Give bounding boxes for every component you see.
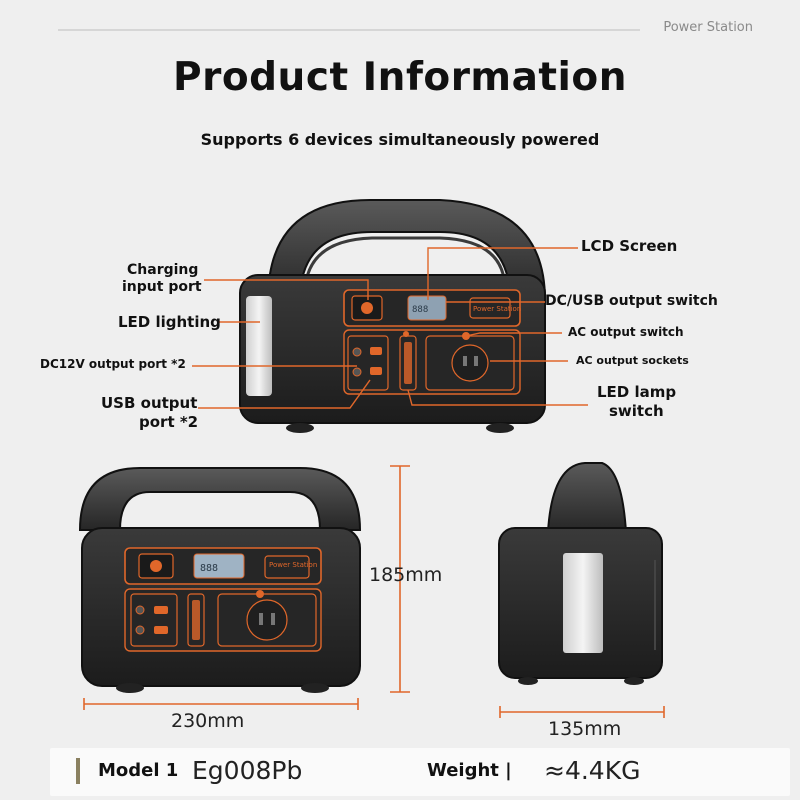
- callout-dc-usb-switch: DC/USB output switch: [545, 293, 718, 309]
- callout-led-lamp-switch-1: LED lamp: [597, 383, 677, 401]
- spec-bar-accent: [76, 758, 80, 784]
- panel-label-top: Power Station: [473, 305, 521, 313]
- page-subtitle: Supports 6 devices simultaneously powere…: [200, 130, 600, 149]
- panel-label-front: Power Station: [269, 561, 317, 569]
- dimension-lines: [83, 465, 665, 718]
- callout-ac-sockets: AC output sockets: [576, 354, 689, 367]
- lcd-readout-top: 888: [412, 305, 428, 315]
- brand-label: Power Station: [663, 20, 753, 35]
- callout-led-lighting: LED lighting: [118, 313, 221, 331]
- device-side-view: [498, 462, 663, 685]
- page-title: Product Information: [173, 55, 627, 100]
- device-top-view: [239, 199, 547, 433]
- weight-label: Weight |: [427, 760, 512, 781]
- dimension-depth: 135mm: [548, 718, 622, 740]
- dimension-width: 230mm: [171, 710, 245, 732]
- lcd-readout-front: 888: [200, 563, 218, 574]
- callout-usb-port-1: USB output: [101, 394, 198, 412]
- spec-bar: Model 1 Eg008Pb Weight | ≈4.4KG: [50, 748, 790, 796]
- callout-ac-output-switch: AC output switch: [568, 325, 684, 339]
- weight-value: ≈4.4KG: [544, 756, 641, 785]
- callout-usb-port-2: port *2: [139, 413, 199, 431]
- callout-lcd-screen: LCD Screen: [581, 237, 678, 255]
- callout-charging-input-1: Charging: [127, 262, 199, 278]
- callout-charging-input-2: input port: [122, 279, 202, 295]
- device-front-view: 888: [78, 467, 362, 693]
- callout-led-lamp-switch-2: switch: [609, 402, 664, 420]
- model-label: Model 1: [98, 760, 179, 781]
- header-divider: [58, 29, 640, 31]
- callout-lines: [192, 247, 588, 409]
- model-value: Eg008Pb: [192, 756, 303, 785]
- dimension-height: 185mm: [369, 564, 443, 586]
- callout-dc12v-port: DC12V output port *2: [40, 357, 186, 371]
